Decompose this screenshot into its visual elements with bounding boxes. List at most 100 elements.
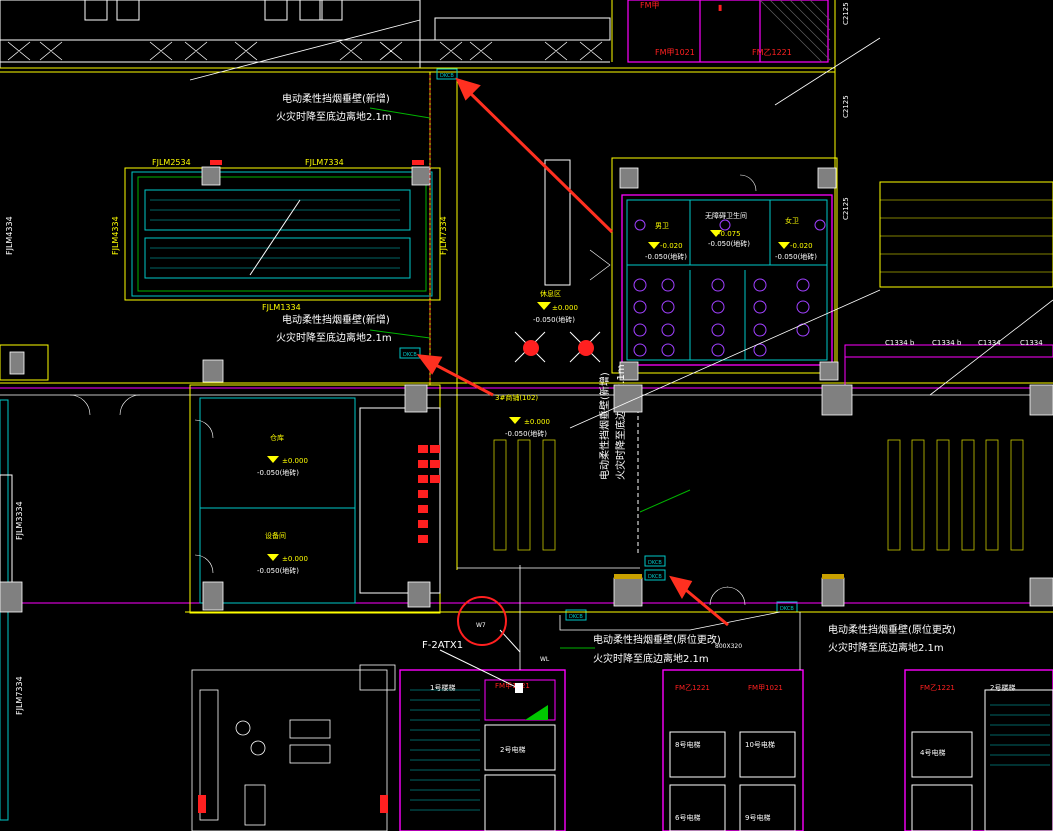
curtain-label-br-line1: 电动柔性挡烟垂壁(原位更改) <box>828 623 956 636</box>
curtain-label-bl-line1: 电动柔性挡烟垂壁(原位更改) <box>593 633 721 646</box>
red-seats <box>418 445 440 543</box>
svg-text:DKCB: DKCB <box>403 352 417 358</box>
label-fjlm7334-right: FJLM7334 <box>439 216 448 255</box>
curtain-leader-mid <box>369 329 431 339</box>
office-labels: 仓库 ±0.000 -0.050(地砖) 设备间 ±0.000 -0.050(地… <box>257 433 308 575</box>
svg-text:C1334: C1334 <box>1020 339 1043 347</box>
svg-text:-0.020: -0.020 <box>790 242 813 250</box>
red-arrows <box>416 77 729 627</box>
svg-text:2号电梯: 2号电梯 <box>500 745 525 754</box>
svg-text:DKCB: DKCB <box>648 560 662 566</box>
bottom-labels: 1号楼梯 2号楼梯 2号电梯 8号电梯 10号电梯 6号电梯 9号电梯 4号电梯 <box>430 683 1015 822</box>
svg-text:设备间: 设备间 <box>265 531 286 540</box>
shop-labels: 3#商铺(102) ±0.000 -0.050(地砖) <box>495 393 550 438</box>
svg-text:休息区: 休息区 <box>540 289 561 298</box>
top-right-rooms <box>627 0 829 63</box>
svg-text:DKCB: DKCB <box>648 574 662 580</box>
svg-text:2号楼梯: 2号楼梯 <box>990 683 1015 692</box>
label-fjlm4334: FJLM4334 <box>111 216 120 255</box>
corridor-columns <box>0 351 1053 613</box>
stair-hatch <box>410 689 1050 811</box>
fm-bottom-tags: FM甲1021 FM乙1221 FM甲1021 FM乙1221 <box>495 682 955 692</box>
svg-text:FJLM3334: FJLM3334 <box>15 501 24 540</box>
curtain-label-vertical-2: 火灾时降至底边离地2.1m <box>614 364 627 480</box>
svg-text:±0.000: ±0.000 <box>524 418 550 426</box>
curtain-label-top-line1: 电动柔性挡烟垂壁(新增) <box>282 92 390 105</box>
label-fjlm2534: FJLM2534 <box>152 158 191 167</box>
c-labels: C1334 b C1334 b C1334 C1334 C2125 C2125 … <box>842 2 1043 347</box>
curtain-label-bl-line2: 火灾时降至底边离地2.1m <box>593 652 709 665</box>
corridor-walls <box>0 382 1053 613</box>
misc-lines <box>189 19 1053 670</box>
svg-text:1号楼梯: 1号楼梯 <box>430 683 455 692</box>
svg-text:-0.075: -0.075 <box>718 230 741 238</box>
left-labels: FJLM4334 FJLM3334 FJLM7334 <box>5 216 24 715</box>
svg-text:8号电梯: 8号电梯 <box>675 740 700 749</box>
svg-text:-0.050(地砖): -0.050(地砖) <box>505 429 547 438</box>
restroom-labels: 男卫 -0.020 -0.050(地砖) 无障碍卫生间 -0.075 -0.05… <box>645 211 817 261</box>
svg-text:DKCB: DKCB <box>569 614 583 620</box>
svg-text:-0.050(地砖): -0.050(地砖) <box>708 239 750 248</box>
svg-text:-0.050(地砖): -0.050(地砖) <box>775 252 817 261</box>
svg-text:±0.000: ±0.000 <box>282 457 308 465</box>
dkcb-tag-text: DKCB DKCB DKCB DKCB DKCB DKCB <box>403 73 794 620</box>
label-fjlm7334-top: FJLM7334 <box>305 158 344 167</box>
svg-text:FM乙1221: FM乙1221 <box>920 684 955 692</box>
svg-text:FM乙1221: FM乙1221 <box>752 48 792 57</box>
shop-seating-left <box>493 439 556 551</box>
curtain-label-br-line2: 火灾时降至底边离地2.1m <box>828 641 944 654</box>
curtain-label-top-line2: 火灾时降至底边离地2.1m <box>276 110 392 123</box>
svg-text:C2125: C2125 <box>842 2 850 25</box>
bottom-left-lounge <box>191 664 396 831</box>
svg-text:6号电梯: 6号电梯 <box>675 813 700 822</box>
svg-text:10号电梯: 10号电梯 <box>745 740 775 749</box>
svg-text:▮: ▮ <box>718 3 722 12</box>
svg-text:C1334 b: C1334 b <box>932 339 962 347</box>
curtain-label-mid-line2: 火灾时降至底边离地2.1m <box>276 331 392 344</box>
curtain-label-vertical-1: 电动柔性挡烟垂壁(新增) <box>598 372 611 480</box>
svg-text:C1334 b: C1334 b <box>885 339 915 347</box>
svg-text:FM甲: FM甲 <box>640 1 660 10</box>
restroom-block <box>611 157 838 374</box>
svg-text:FM甲1021: FM甲1021 <box>495 682 530 690</box>
svg-text:C2125: C2125 <box>842 197 850 220</box>
svg-text:-0.050(地砖): -0.050(地砖) <box>257 566 299 575</box>
w7-label: W7 <box>476 622 486 629</box>
top-yellow-walls <box>0 0 836 570</box>
fm-top-tags: FM甲 FM甲1021 FM乙1221 ▮ <box>640 1 792 57</box>
svg-text:无障碍卫生间: 无障碍卫生间 <box>705 211 747 220</box>
svg-text:-0.050(地砖): -0.050(地砖) <box>257 468 299 477</box>
svg-text:DKCB: DKCB <box>440 73 454 79</box>
wl-label: WL <box>540 656 550 663</box>
shop-seating-right <box>887 439 1024 551</box>
svg-text:FM甲1021: FM甲1021 <box>655 48 695 57</box>
window-crosses <box>7 41 603 61</box>
curtain-leader-top <box>369 107 431 119</box>
bottom-core <box>399 669 1053 831</box>
svg-text:FJLM4334: FJLM4334 <box>5 216 14 255</box>
highlight-circle <box>457 596 507 646</box>
svg-text:±0.000: ±0.000 <box>282 555 308 563</box>
escalator-zone <box>124 167 441 301</box>
label-fjlm1334-bottom: FJLM1334 <box>262 303 301 312</box>
svg-text:FM乙1221: FM乙1221 <box>675 684 710 692</box>
svg-text:C1334: C1334 <box>978 339 1001 347</box>
svg-text:-0.020: -0.020 <box>660 242 683 250</box>
svg-text:女卫: 女卫 <box>785 216 799 225</box>
svg-text:FM甲1021: FM甲1021 <box>748 684 783 692</box>
svg-text:3#商铺(102): 3#商铺(102) <box>495 393 538 402</box>
svg-text:-0.050(地砖): -0.050(地砖) <box>533 315 575 324</box>
escalator-columns <box>201 166 431 186</box>
svg-text:C2125: C2125 <box>842 95 850 118</box>
escalator-red-marks <box>210 160 424 165</box>
toilet-fixtures <box>633 219 826 357</box>
svg-text:男卫: 男卫 <box>655 222 669 230</box>
bottom-green-fill <box>525 705 548 720</box>
door-arcs <box>69 174 757 606</box>
right-storefront <box>844 181 1053 395</box>
curtain-label-mid-line1: 电动柔性挡烟垂壁(新增) <box>282 313 390 326</box>
svg-text:FJLM7334: FJLM7334 <box>15 676 24 715</box>
svg-text:9号电梯: 9号电梯 <box>745 813 770 822</box>
curtain-leader-vertical <box>639 489 691 513</box>
